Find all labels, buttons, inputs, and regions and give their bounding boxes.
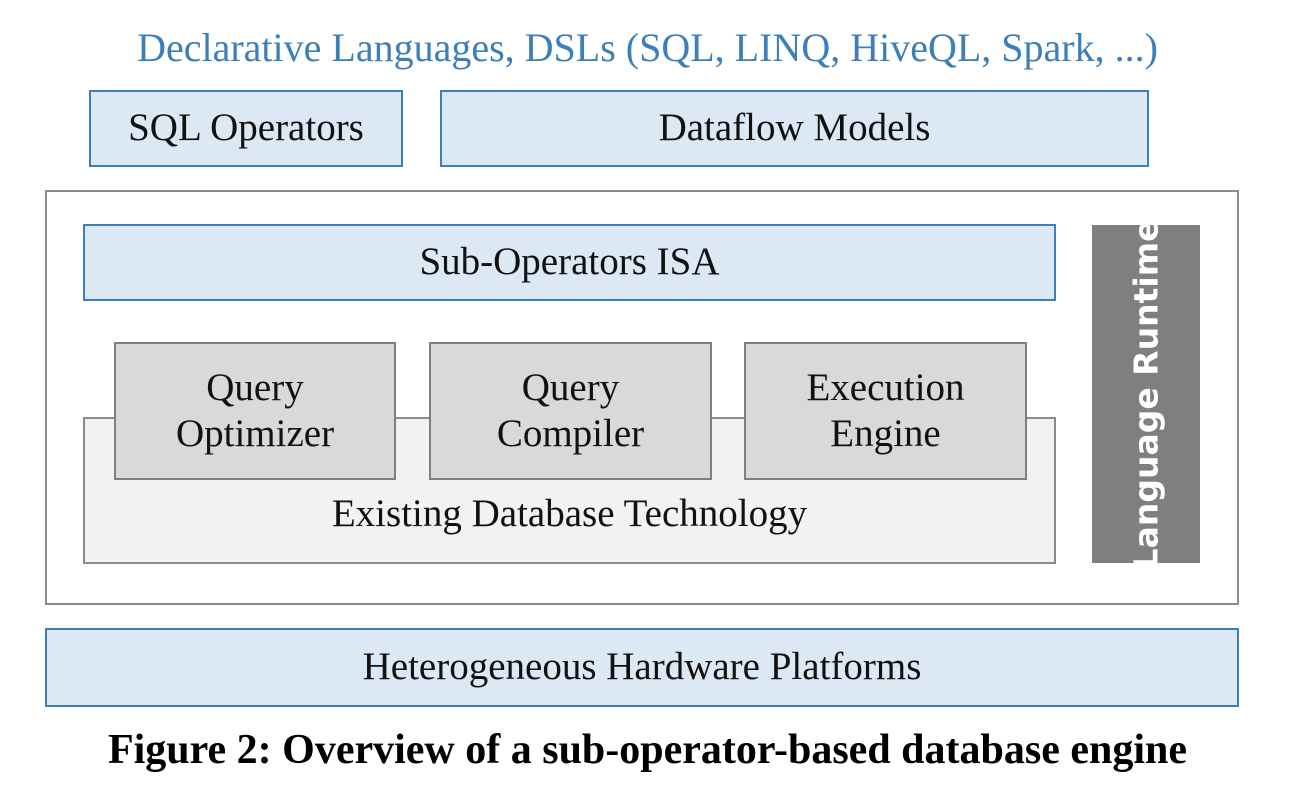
language-runtime-box: Language Runtime xyxy=(1092,219,1200,569)
existing-database-technology-label: Existing Database Technology xyxy=(331,492,808,535)
engine-container xyxy=(45,190,1239,605)
query-compiler-line-2: Compiler xyxy=(496,412,645,455)
query-optimizer-line-1: Query xyxy=(206,365,304,409)
language-runtime-label: Language Runtime xyxy=(1126,219,1166,569)
query-optimizer-box: Query Optimizer xyxy=(114,342,396,480)
query-optimizer-line-2: Optimizer xyxy=(175,412,335,455)
execution-engine-box: Execution Engine xyxy=(744,342,1027,480)
sub-operators-isa-box: Sub-Operators ISA xyxy=(83,224,1056,301)
figure-caption: Figure 2: Overview of a sub-operator-bas… xyxy=(107,727,1188,773)
execution-engine-line-2: Engine xyxy=(830,412,941,455)
dataflow-models-box: Dataflow Models xyxy=(440,90,1149,167)
hardware-platforms-box: Heterogeneous Hardware Platforms xyxy=(45,628,1239,707)
sql-operators-box: SQL Operators xyxy=(89,90,403,167)
query-compiler-line-1: Query xyxy=(521,365,620,409)
query-compiler-box: Query Compiler xyxy=(429,342,712,480)
execution-engine-line-1: Execution xyxy=(806,365,965,409)
diagram-header: Declarative Languages, DSLs (SQL, LINQ, … xyxy=(137,25,1158,70)
